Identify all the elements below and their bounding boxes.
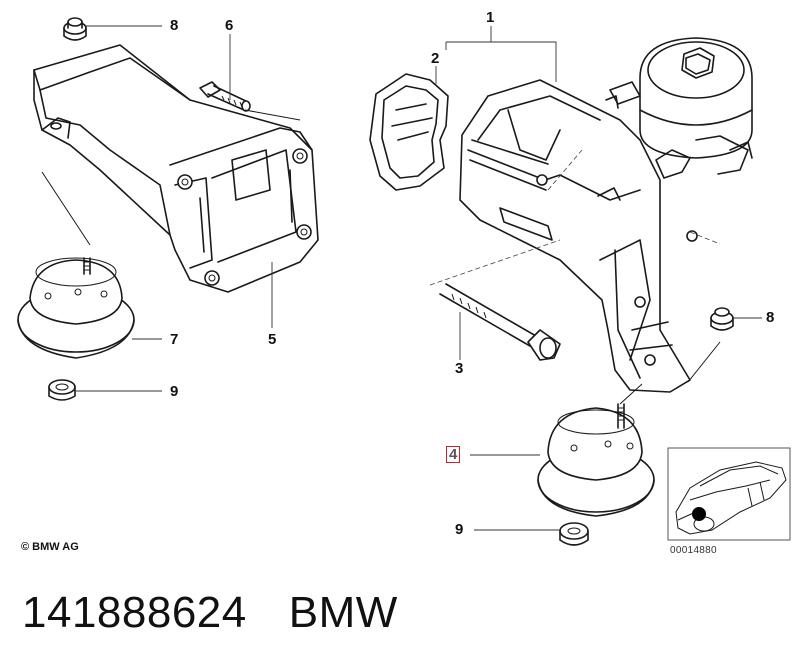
assembly-line-8-right: [687, 341, 721, 383]
callout-4-highlighted[interactable]: 4: [445, 446, 461, 463]
callout-9-left[interactable]: 9: [170, 383, 179, 400]
leader-line-1: [445, 26, 557, 82]
filter-housing-bracket-1-drawing: [459, 37, 753, 393]
nut-9-right-drawing: [559, 522, 589, 546]
nut-8-left-drawing: [63, 17, 87, 41]
callout-2[interactable]: 2: [431, 50, 440, 67]
thumbnail-code: 00014880: [670, 545, 717, 556]
callout-7[interactable]: 7: [170, 331, 179, 348]
vehicle-location-thumbnail: [667, 447, 791, 541]
copyright-text: © BMW AG: [21, 541, 79, 553]
assembly-dash-3: [689, 231, 721, 245]
engine-mount-4-drawing: [537, 403, 655, 517]
callout-3[interactable]: 3: [455, 360, 464, 377]
callout-8-right[interactable]: 8: [766, 309, 775, 326]
callout-6[interactable]: 6: [225, 17, 234, 34]
part-caption: 141888624 BMW: [22, 588, 398, 638]
brand-name: BMW: [288, 588, 398, 637]
gasket-2-drawing: [369, 73, 449, 191]
callout-9-right[interactable]: 9: [455, 521, 464, 538]
nut-9-left-drawing: [48, 379, 76, 401]
callout-5[interactable]: 5: [268, 331, 277, 348]
callout-8-left[interactable]: 8: [170, 17, 179, 34]
bolt-6-drawing: [199, 81, 251, 112]
assembly-line-mount: [619, 383, 643, 405]
location-dot-icon: [692, 507, 706, 521]
part-number: 141888624: [22, 588, 247, 637]
engine-mount-7-drawing: [17, 257, 135, 359]
assembly-line-bolt6: [244, 109, 301, 121]
bracket-5-drawing: [33, 44, 319, 293]
assembly-line-left: [41, 171, 91, 246]
callout-1[interactable]: 1: [486, 9, 495, 26]
assembly-dash-1: [429, 239, 561, 286]
nut-8-right-drawing: [710, 307, 734, 331]
parts-diagram: [17, 17, 791, 546]
bolt-3-drawing: [439, 283, 561, 361]
assembly-dash-2: [547, 149, 583, 191]
